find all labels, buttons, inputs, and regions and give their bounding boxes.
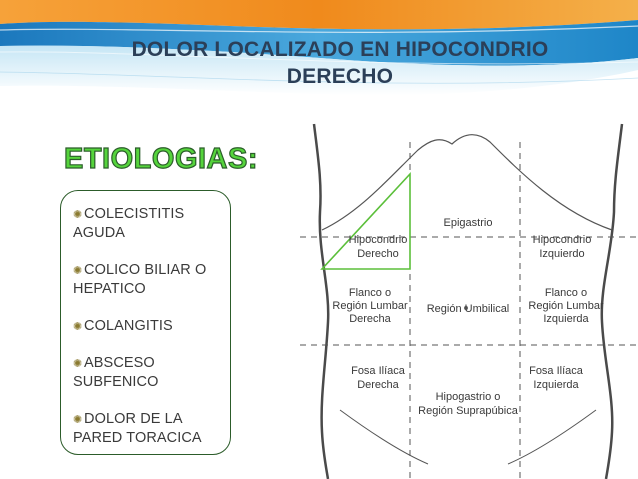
bullet-icon: ✺	[73, 265, 83, 277]
bullet-icon: ✺	[73, 358, 83, 370]
item-line-1: COLICO BILIAR O	[84, 262, 207, 278]
list-item: ✺DOLOR DE LA PARED TORACICA	[73, 410, 231, 448]
body-outline-right	[600, 123, 624, 479]
list-item: ✺COLANGITIS	[73, 317, 231, 336]
item-line-1: DOLOR DE LA	[84, 411, 183, 427]
bullet-icon: ✺	[73, 321, 83, 333]
item-line-1: COLANGITIS	[84, 318, 173, 334]
list-item: ✺COLICO BILIAR O HEPATICO	[73, 261, 231, 299]
inguinal-line-left	[339, 409, 429, 465]
inguinal-line-right	[507, 409, 597, 465]
list-item: ✺COLECISTITIS AGUDA	[73, 205, 231, 243]
item-line-2: AGUDA	[73, 225, 126, 241]
label-umbilical: Región Umbilical	[427, 303, 510, 315]
item-line-2: HEPATICO	[73, 281, 146, 297]
etiologies-heading: ETIOLOGIAS:	[63, 142, 258, 175]
header-banner	[0, 0, 638, 130]
title-line-1: DOLOR LOCALIZADO EN HIPOCONDRIO	[131, 38, 549, 61]
slide-title: DOLOR LOCALIZADO EN HIPOCONDRIO DERECHO	[70, 36, 610, 90]
bullet-icon: ✺	[73, 209, 83, 221]
highlight-triangle	[320, 171, 411, 270]
bullet-icon: ✺	[73, 414, 83, 426]
title-line-2: DERECHO	[286, 65, 394, 88]
item-line-1: COLECISTITIS	[84, 206, 185, 222]
costal-arch	[321, 134, 613, 231]
item-line-2: SUBFENICO	[73, 374, 159, 390]
item-line-1: ABSCESO	[84, 355, 155, 371]
item-line-2: PARED TORACICA	[73, 430, 202, 446]
list-item: ✺ABSCESO SUBFENICO	[73, 354, 231, 392]
label-epigastrio: Epigastrio	[444, 217, 493, 229]
body-outline-left	[312, 123, 330, 479]
navel	[464, 306, 468, 310]
